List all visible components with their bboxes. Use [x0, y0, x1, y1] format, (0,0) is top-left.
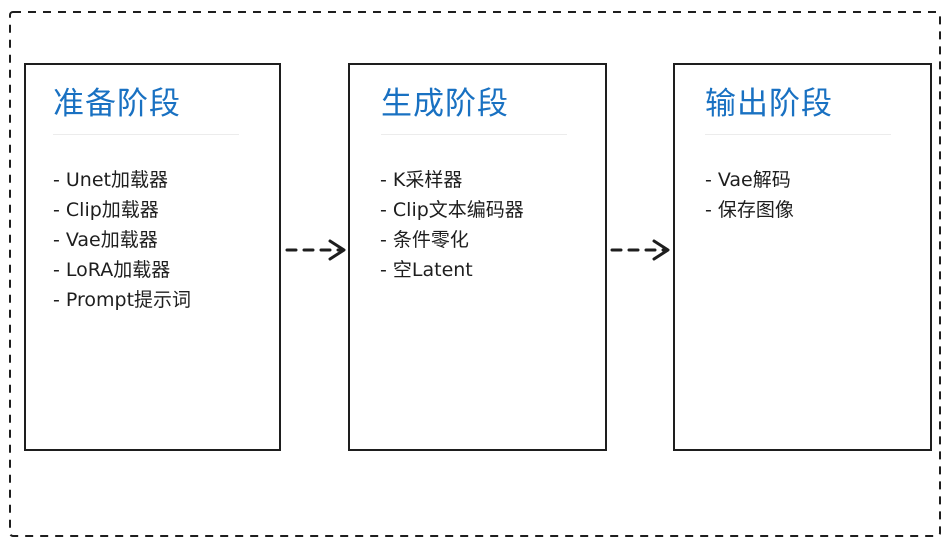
stage-item-list: - Unet加载器 - Clip加载器 - Vae加载器 - LoRA加载器 -…: [53, 165, 191, 315]
list-item: - Unet加载器: [53, 169, 168, 191]
stage-output: 输出阶段 - Vae解码 - 保存图像: [674, 64, 931, 450]
list-item: - Vae加载器: [53, 229, 158, 251]
stage-box-output: [673, 63, 932, 451]
list-item: - LoRA加载器: [53, 259, 171, 281]
arrow-generate-to-output: [610, 239, 670, 261]
list-item: - Vae解码: [705, 169, 791, 191]
list-item: - Prompt提示词: [53, 289, 192, 311]
outer-dashed-container: [9, 11, 941, 537]
stage-title-divider: [381, 134, 567, 135]
stage-title: 准备阶段: [53, 86, 181, 122]
list-item: - 空Latent: [380, 259, 473, 281]
list-item: - K采样器: [380, 169, 463, 191]
stage-generate: 生成阶段 - K采样器 - Clip文本编码器 - 条件零化 - 空Latent: [349, 64, 606, 450]
stage-box-generate: [348, 63, 607, 451]
list-item: - Clip加载器: [53, 199, 159, 221]
stage-title: 输出阶段: [705, 86, 833, 122]
arrow-prepare-to-generate: [285, 239, 346, 261]
stage-prepare: 准备阶段 - Unet加载器 - Clip加载器 - Vae加载器 - LoRA…: [25, 64, 282, 450]
list-item: - 保存图像: [705, 199, 794, 221]
list-item: - Clip文本编码器: [380, 199, 524, 221]
stage-item-list: - Vae解码 - 保存图像: [705, 165, 794, 225]
stage-item-list: - K采样器 - Clip文本编码器 - 条件零化 - 空Latent: [380, 165, 524, 285]
list-item: - 条件零化: [380, 229, 469, 251]
stage-title-divider: [705, 134, 891, 135]
stage-title: 生成阶段: [381, 86, 509, 122]
stage-box-prepare: [24, 63, 281, 451]
stage-title-divider: [53, 134, 239, 135]
